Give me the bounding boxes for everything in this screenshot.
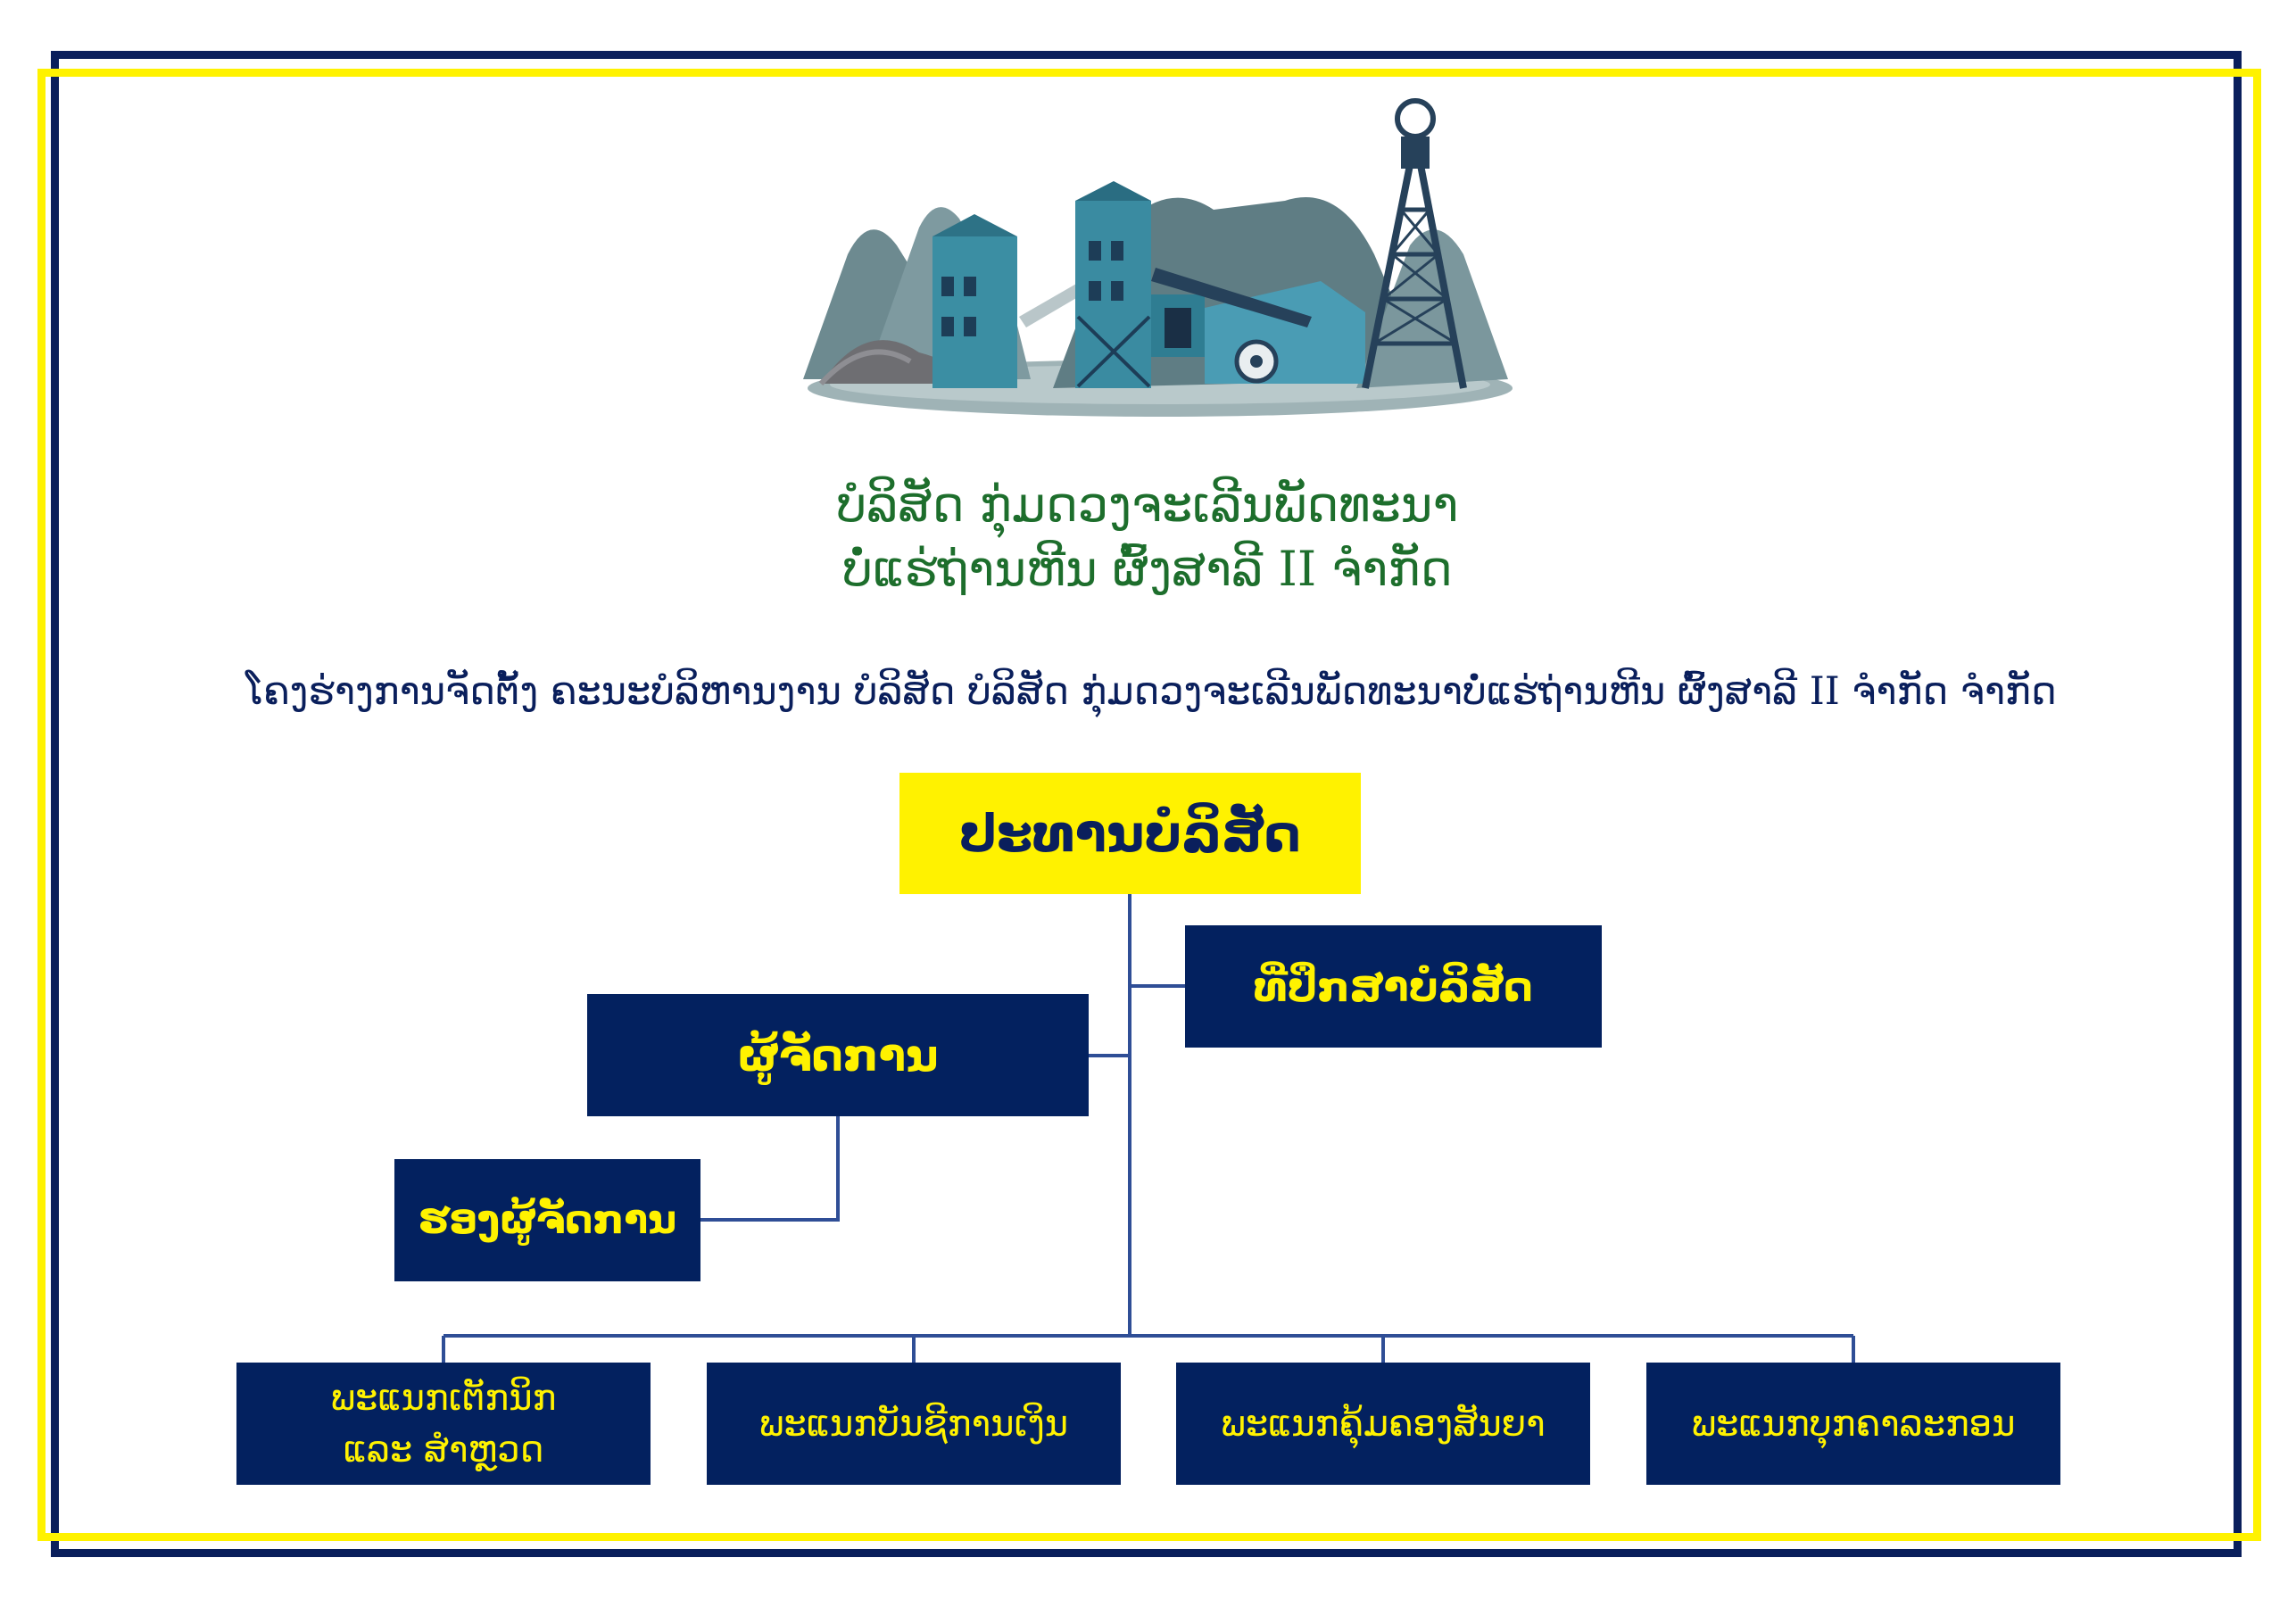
advisor-box: ທີ່ປຶກສາບໍລິສັດ bbox=[1185, 925, 1602, 1048]
outer-yellow-frame bbox=[37, 69, 2261, 1541]
department-label-line2: ແລະ ສຳຫຼວດ bbox=[343, 1429, 544, 1471]
manager-label: ຜູ້ຈັດການ bbox=[737, 1029, 939, 1081]
department-label: ພະແນກຄຸ້ມຄອງສັນຍາ bbox=[1221, 1403, 1546, 1445]
deputy-manager-label: ຮອງຜູ້ຈັດການ bbox=[418, 1197, 677, 1243]
mining-site-illustration bbox=[803, 98, 1513, 417]
department-box-personnel: ພະແນກບຸກຄາລະກອນ bbox=[1646, 1363, 2060, 1485]
company-name-line1: ບໍລິສັດ ກຸ່ມດວງຈະເລີນພັດທະນາ bbox=[836, 476, 1459, 533]
company-name: ບໍລິສັດ ກຸ່ມດວງຈະເລີນພັດທະນາ ບໍ່ແຮ່ຖ່ານຫ… bbox=[701, 473, 1594, 601]
department-label: ພະແນກບັນຊີການເງິນ bbox=[758, 1403, 1069, 1445]
chairman-box: ປະທານບໍລິສັດ bbox=[899, 773, 1361, 894]
manager-box: ຜູ້ຈັດການ bbox=[587, 994, 1089, 1116]
department-label-line1: ພະແນກເຕັກນິກ bbox=[330, 1377, 557, 1419]
department-box-accounting-finance: ພະແນກບັນຊີການເງິນ bbox=[707, 1363, 1121, 1485]
department-box-contract-management: ພະແນກຄຸ້ມຄອງສັນຍາ bbox=[1176, 1363, 1590, 1485]
advisor-label: ທີ່ປຶກສາບໍລິສັດ bbox=[1254, 962, 1533, 1011]
department-box-technical-survey: ພະແນກເຕັກນິກ ແລະ ສຳຫຼວດ bbox=[236, 1363, 651, 1485]
connector-deputy bbox=[700, 1116, 840, 1222]
chairman-label: ປະທານບໍລິສັດ bbox=[959, 803, 1301, 864]
outer-navy-frame bbox=[51, 51, 2242, 1557]
diagram-title: ໂຄງຮ່າງການຈັດຕັ້ງ ຄະນະບໍລິຫານງານ ບໍລິສັດ… bbox=[245, 669, 2057, 714]
company-name-line2: ບໍ່ແຮ່ຖ່ານຫີນ ຜົ້ງສາລີ II ຈຳກັດ bbox=[842, 541, 1453, 597]
deputy-manager-box: ຮອງຜູ້ຈັດການ bbox=[394, 1159, 700, 1281]
department-label: ພະແນກບຸກຄາລະກອນ bbox=[1691, 1403, 2016, 1445]
